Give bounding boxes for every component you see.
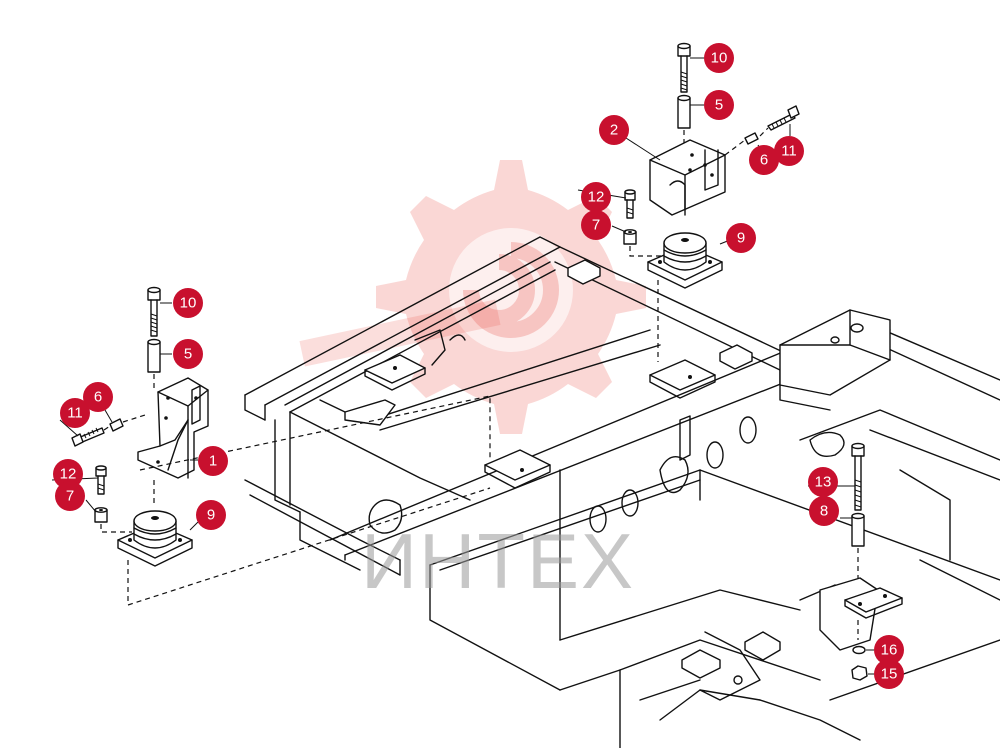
svg-text:15: 15 bbox=[881, 666, 898, 683]
sleeve-5-left bbox=[147, 338, 161, 373]
bracket-1 bbox=[137, 377, 209, 479]
bolt-12-mid bbox=[624, 189, 636, 219]
svg-text:10: 10 bbox=[711, 50, 728, 67]
bolt-11-left bbox=[71, 427, 105, 447]
callout-7-left: 7 bbox=[55, 481, 85, 511]
svg-text:1: 1 bbox=[209, 453, 217, 470]
svg-text:6: 6 bbox=[760, 152, 768, 169]
svg-text:12: 12 bbox=[60, 466, 77, 483]
nut-7-left bbox=[94, 507, 108, 523]
left-mount-assembly bbox=[71, 286, 491, 606]
callout-12-left: 12 bbox=[53, 459, 83, 489]
svg-text:16: 16 bbox=[881, 642, 898, 659]
callout-6-left: 6 bbox=[83, 382, 113, 412]
svg-text:7: 7 bbox=[66, 488, 74, 505]
bolt-11-right bbox=[767, 105, 800, 131]
callout-15: 15 bbox=[874, 659, 904, 689]
callout-11-right: 11 bbox=[774, 136, 804, 166]
callout-9-right: 9 bbox=[726, 223, 756, 253]
svg-text:11: 11 bbox=[781, 143, 797, 160]
callouts: 10 5 2 6 11 12 7 9 10 5 6 11 1 12 7 9 13… bbox=[53, 43, 904, 689]
svg-text:9: 9 bbox=[207, 507, 215, 524]
callout-10-left: 10 bbox=[173, 288, 203, 318]
front-right-mount-assembly bbox=[819, 442, 903, 681]
svg-text:7: 7 bbox=[592, 217, 600, 234]
bolt-10-top bbox=[677, 42, 691, 93]
nut-15 bbox=[851, 665, 868, 681]
rubber-mount-9-right bbox=[647, 232, 723, 289]
callout-9-left: 9 bbox=[196, 500, 226, 530]
bolt-13 bbox=[851, 442, 865, 511]
washer-16 bbox=[852, 645, 866, 655]
callout-5-top: 5 bbox=[704, 90, 734, 120]
svg-text:9: 9 bbox=[737, 230, 745, 247]
callout-16: 16 bbox=[874, 635, 904, 665]
callout-6-right: 6 bbox=[749, 145, 779, 175]
svg-text:11: 11 bbox=[67, 405, 83, 422]
callout-12-mid: 12 bbox=[581, 182, 611, 212]
svg-text:6: 6 bbox=[94, 389, 102, 406]
callout-1: 1 bbox=[198, 446, 228, 476]
watermark-text: ИНТЕХ bbox=[361, 517, 635, 605]
sleeve-8 bbox=[851, 512, 865, 547]
callout-8: 8 bbox=[809, 496, 839, 526]
svg-text:2: 2 bbox=[610, 122, 618, 139]
right-mount-assembly bbox=[623, 42, 800, 362]
svg-text:5: 5 bbox=[715, 97, 723, 114]
bracket-2 bbox=[649, 139, 726, 216]
svg-text:8: 8 bbox=[820, 503, 828, 520]
sleeve-5-top bbox=[677, 94, 691, 129]
callout-2: 2 bbox=[599, 115, 629, 145]
bolt-10-left bbox=[147, 286, 161, 337]
svg-text:12: 12 bbox=[588, 189, 605, 206]
svg-text:13: 13 bbox=[815, 474, 832, 491]
callout-7-mid: 7 bbox=[581, 210, 611, 240]
callout-5-left: 5 bbox=[173, 339, 203, 369]
washer-6-left bbox=[109, 418, 124, 432]
svg-text:5: 5 bbox=[184, 346, 192, 363]
callout-10-top: 10 bbox=[704, 43, 734, 73]
washer-6-right bbox=[744, 132, 759, 145]
rubber-mount-9-left bbox=[117, 510, 193, 567]
bolt-12-left bbox=[95, 465, 107, 495]
svg-text:10: 10 bbox=[180, 295, 197, 312]
nut-7-mid bbox=[623, 229, 637, 245]
callout-11-left: 11 bbox=[60, 398, 90, 428]
callout-13: 13 bbox=[808, 467, 838, 497]
